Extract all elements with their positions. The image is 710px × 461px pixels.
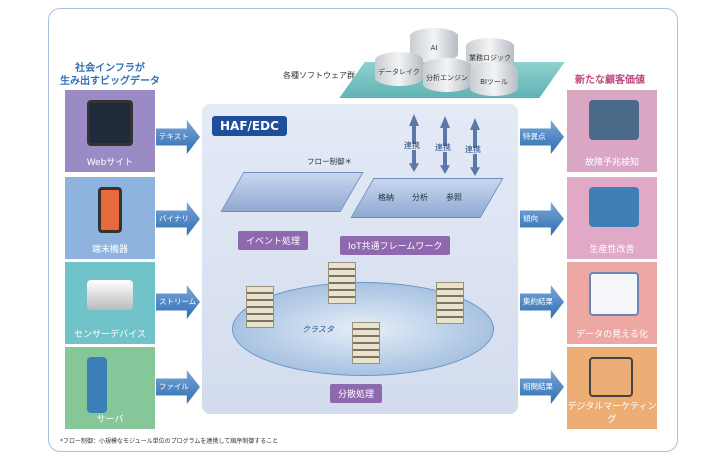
left-title-line1: 社会インフラが [75, 63, 145, 74]
source-label: Webサイト [86, 158, 134, 168]
value-label: デジタルマーケティング [567, 402, 657, 425]
software-bi-tool: BIツール [470, 62, 518, 96]
event-processing-badge: イベント処理 [238, 231, 309, 250]
source-label: 端末機器 [91, 245, 128, 255]
value-digital-marketing: デジタルマーケティング [567, 347, 657, 429]
flow-control-label: フロー制御＊ [307, 157, 352, 166]
event-processing-plate [220, 172, 364, 212]
value-label: データの見える化 [576, 330, 648, 340]
source-server: サーバ [65, 347, 155, 429]
diagram-frame [48, 8, 678, 452]
server-icon [328, 262, 356, 304]
link-label-1: 連携 [404, 141, 420, 150]
haf-edc-title: HAF/EDC [212, 116, 287, 136]
left-title: 社会インフラが生み出すビッグデータ [55, 62, 165, 88]
up-arrow-icon [440, 116, 450, 146]
footnote: *フロー制御：小規模なモジュール単位のプログラムを連携して順序制御すること [60, 438, 279, 445]
link-label-3: 連携 [465, 145, 481, 154]
up-arrow-icon [470, 118, 480, 148]
iot-framework-badge: IoT共通フレームワーク [340, 236, 451, 255]
robot-arm-icon [589, 187, 639, 227]
left-title-line2: 生み出すビッグデータ [60, 76, 160, 87]
value-label: 生産性改善 [589, 245, 635, 255]
dashboard-icon [589, 272, 639, 316]
server-rack-icon [87, 357, 107, 413]
link-label-2: 連携 [435, 143, 451, 152]
software-data-lake: データレイク [375, 52, 423, 86]
framework-cells: 格納 分析 参照 [378, 192, 462, 203]
source-device: 端末機器 [65, 177, 155, 259]
monitoring-operator-icon [589, 100, 639, 140]
server-icon [246, 286, 274, 328]
software-title: 各種ソフトウェア群 [283, 71, 355, 80]
software-analytics-engine: 分析エンジン [423, 58, 471, 92]
server-icon [352, 322, 380, 364]
value-label: 故障予兆検知 [584, 158, 639, 168]
value-failure-prediction: 故障予兆検知 [567, 90, 657, 172]
value-productivity: 生産性改善 [567, 177, 657, 259]
source-label: センサーデバイス [74, 330, 146, 340]
source-sensor: センサーデバイス [65, 262, 155, 344]
camera-icon [87, 280, 133, 310]
cell-store: 格納 [378, 193, 394, 202]
right-title: 新たな顧客価値 [575, 75, 645, 86]
value-visualization: データの見える化 [567, 262, 657, 344]
cell-reference: 参照 [446, 193, 462, 202]
source-website: Webサイト [65, 90, 155, 172]
cluster-label: クラスタ [302, 325, 334, 334]
distributed-processing-badge: 分散処理 [330, 384, 383, 403]
up-arrow-icon [409, 114, 419, 144]
cell-analyze: 分析 [412, 193, 428, 202]
smartphone-icon [98, 187, 122, 233]
source-label: サーバ [96, 415, 124, 425]
shopping-cart-icon [589, 357, 633, 397]
monitor-icon [87, 100, 133, 146]
server-icon [436, 282, 464, 324]
